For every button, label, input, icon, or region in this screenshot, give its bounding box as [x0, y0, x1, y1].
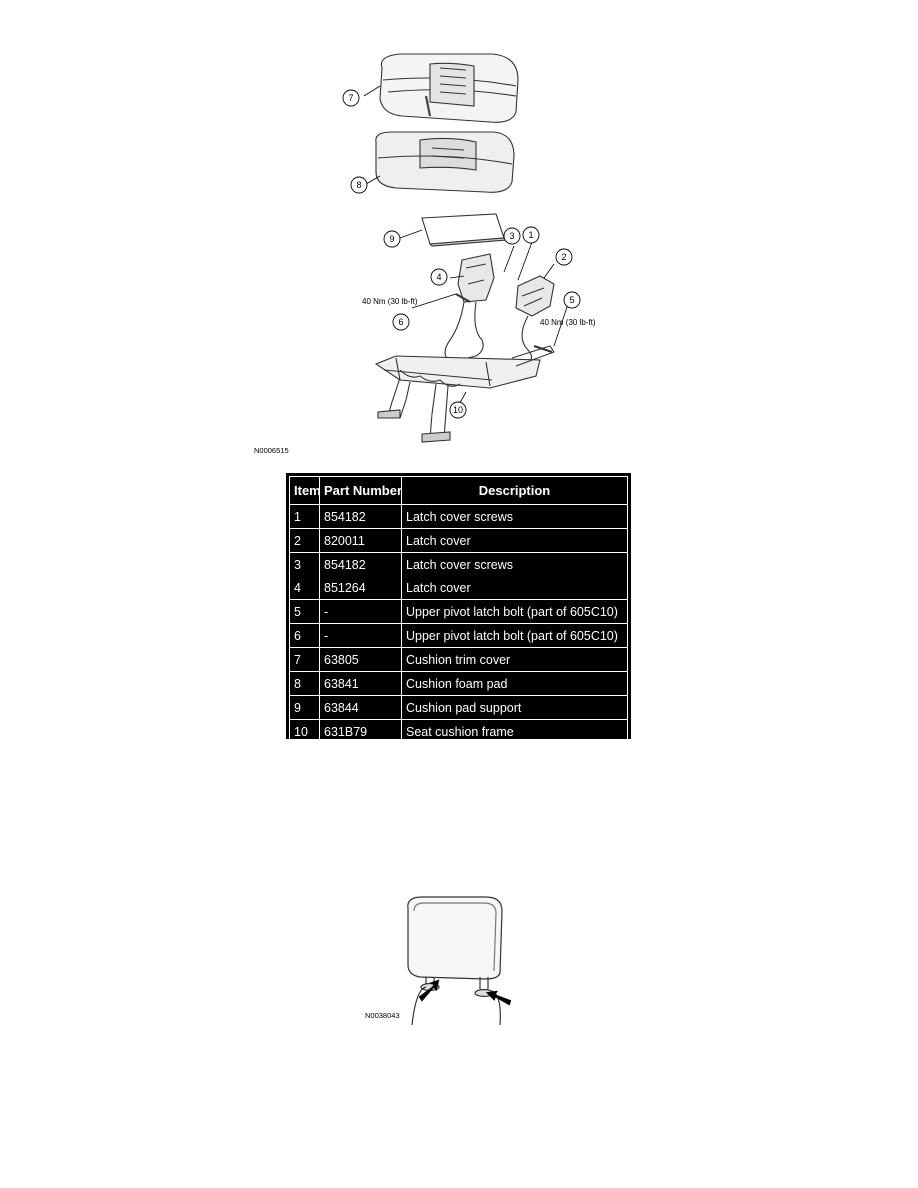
cell-part-number: 631B79 [319, 719, 402, 744]
cell-description: Cushion pad support [401, 695, 628, 720]
seat-cushion-drawing: 7 8 9 3 1 2 4 5 6 10 40 Nm (30 lb-ft) 40… [254, 53, 596, 455]
cell-description: Upper pivot latch bolt (part of 605C10) [401, 623, 628, 648]
cell-part-number: 851264 [319, 576, 402, 600]
cell-description: Latch cover [401, 576, 628, 600]
callout-6: 6 [398, 317, 403, 327]
callout-circle-2 [555, 248, 573, 266]
torque-label-left: 40 Nm (30 lb-ft) [362, 297, 418, 306]
cell-item: 8 [289, 671, 320, 696]
cell-item: 3 [289, 552, 320, 576]
table-row: 8 63841 Cushion foam pad [289, 671, 628, 696]
cell-item: 1 [289, 504, 320, 529]
arrow-right-icon [485, 990, 512, 1006]
head-restraint-illustration: N0038043 [360, 885, 560, 1026]
cell-item: 5 [289, 599, 320, 624]
cell-description: Latch cover [401, 528, 628, 553]
callout-4: 4 [436, 272, 441, 282]
latch-cover-left-shape [457, 253, 495, 303]
callout-2: 2 [561, 252, 566, 262]
bolt-6-shape [455, 293, 471, 303]
callout-circle-3 [503, 227, 521, 245]
callout-5: 5 [569, 295, 574, 305]
cell-item: 10 [289, 719, 320, 744]
callout-1: 1 [528, 230, 533, 240]
table-row: 1 854182 Latch cover screws [289, 504, 628, 529]
cell-part-number: 63841 [319, 671, 402, 696]
torque-label-right: 40 Nm (30 lb-ft) [540, 318, 596, 327]
cell-part-number: 854182 [319, 552, 402, 576]
callout-circle-8 [350, 176, 368, 194]
callout-circle-7 [342, 89, 360, 107]
head-restraint-drawing: N0038043 [365, 896, 512, 1026]
table-row: 10 631B79 Seat cushion frame [289, 719, 628, 744]
table-row: 3 854182 Latch cover screws [289, 552, 628, 576]
cell-item: 9 [289, 695, 320, 720]
arrow-left-icon [418, 979, 440, 1002]
callout-9: 9 [389, 234, 394, 244]
cell-item: 4 [289, 576, 320, 600]
header-part-number: Part Number [319, 476, 402, 505]
callout-8: 8 [356, 180, 361, 190]
callout-circle-4 [430, 268, 448, 286]
right-guide-post [479, 977, 489, 989]
callout-circle-10 [449, 401, 467, 419]
table-row: 4 851264 Latch cover [289, 576, 628, 600]
cell-description: Latch cover screws [401, 552, 628, 576]
cushion-pad-support-shape [421, 213, 508, 247]
cell-description: Cushion trim cover [401, 647, 628, 672]
cell-description: Seat cushion frame [401, 719, 628, 744]
parts-table: Item Part Number Description 1 854182 La… [286, 473, 631, 744]
cell-part-number: 854182 [319, 504, 402, 529]
table-header-row: Item Part Number Description [289, 476, 628, 505]
header-description: Description [401, 476, 628, 505]
cell-part-number: 63805 [319, 647, 402, 672]
table-row: 2 820011 Latch cover [289, 528, 628, 553]
latch-cover-right-shape [515, 275, 555, 317]
callout-circle-5 [563, 291, 581, 309]
cell-part-number: 63844 [319, 695, 402, 720]
header-item: Item [289, 476, 320, 505]
figure-code: N0006515 [254, 446, 289, 455]
callout-10: 10 [453, 405, 463, 415]
table-row: 9 63844 Cushion pad support [289, 695, 628, 720]
callout-7: 7 [348, 93, 353, 103]
cell-description: Cushion foam pad [401, 671, 628, 696]
cell-description: Latch cover screws [401, 504, 628, 529]
cell-item: 2 [289, 528, 320, 553]
head-restraint-pad [407, 896, 503, 980]
table-row: 7 63805 Cushion trim cover [289, 647, 628, 672]
cell-part-number: 820011 [319, 528, 402, 553]
cell-description: Upper pivot latch bolt (part of 605C10) [401, 599, 628, 624]
seat-cushion-frame-shape [374, 301, 555, 443]
bolt-5-shape [533, 345, 553, 353]
cell-part-number: - [319, 623, 402, 648]
cell-item: 7 [289, 647, 320, 672]
callout-circle-9 [383, 230, 401, 248]
table-row: 5 - Upper pivot latch bolt (part of 605C… [289, 599, 628, 624]
callout-circle-6 [392, 313, 410, 331]
cushion-trim-cover-shape [379, 53, 519, 123]
figure2-code: N0038043 [365, 1011, 400, 1020]
cushion-foam-pad-shape [375, 131, 515, 193]
callout-3: 3 [509, 231, 514, 241]
callout-circle-1 [522, 226, 540, 244]
table-row: 6 - Upper pivot latch bolt (part of 605C… [289, 623, 628, 648]
cell-item: 6 [289, 623, 320, 648]
cell-part-number: - [319, 599, 402, 624]
seat-cushion-exploded-illustration: 7 8 9 3 1 2 4 5 6 10 40 Nm (30 lb-ft) 40… [250, 40, 640, 460]
